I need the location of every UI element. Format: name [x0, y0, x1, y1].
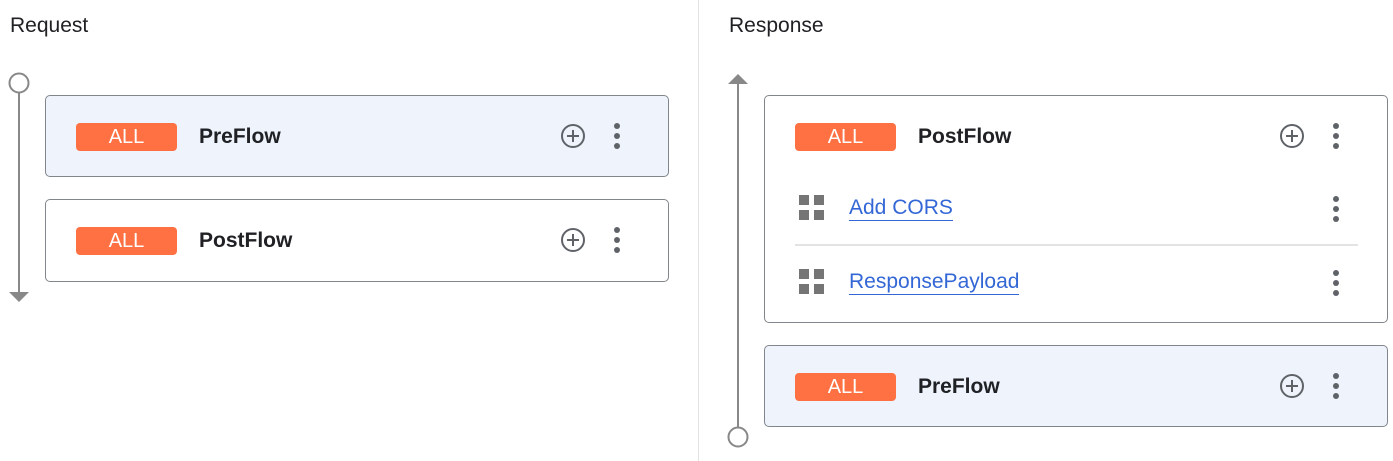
response-title: Response [729, 14, 824, 37]
response-preflow-card[interactable]: ALL PreFlow [764, 345, 1388, 427]
request-preflow-card[interactable]: ALL PreFlow [45, 95, 669, 177]
more-options-icon[interactable] [613, 123, 621, 149]
request-title: Request [10, 14, 89, 37]
request-postflow-card[interactable]: ALL PostFlow [45, 199, 669, 282]
flow-name: PreFlow [918, 375, 1000, 398]
more-options-icon[interactable] [1332, 270, 1340, 296]
request-timeline [8, 72, 30, 302]
flow-name: PreFlow [199, 125, 281, 148]
policy-link-response-payload[interactable]: ResponsePayload [849, 270, 1020, 295]
more-options-icon[interactable] [613, 227, 621, 253]
more-options-icon[interactable] [1332, 196, 1340, 222]
policy-divider [795, 244, 1358, 246]
response-timeline [727, 74, 749, 448]
add-policy-icon[interactable] [1280, 124, 1304, 148]
add-policy-icon[interactable] [561, 124, 585, 148]
all-badge: ALL [76, 227, 177, 255]
policy-grid-icon [799, 269, 824, 294]
policy-grid-icon [799, 195, 824, 220]
all-badge: ALL [795, 123, 896, 151]
policy-link-add-cors[interactable]: Add CORS [849, 196, 953, 221]
flow-name: PostFlow [199, 229, 293, 252]
panel-divider [698, 0, 699, 461]
flow-name: PostFlow [918, 125, 1012, 148]
response-postflow-card[interactable]: ALL PostFlow Add CORS ResponsePayload [764, 95, 1388, 323]
add-policy-icon[interactable] [561, 228, 585, 252]
more-options-icon[interactable] [1332, 123, 1340, 149]
all-badge: ALL [795, 373, 896, 401]
all-badge: ALL [76, 123, 177, 151]
add-policy-icon[interactable] [1280, 374, 1304, 398]
more-options-icon[interactable] [1332, 373, 1340, 399]
